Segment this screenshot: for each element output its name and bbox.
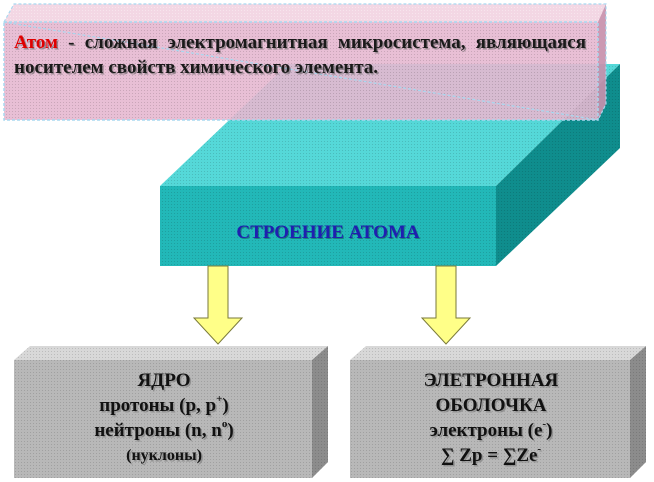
definition-card [3, 3, 607, 121]
nucleus-title: ЯДРО [137, 370, 191, 391]
nucleus-text: ЯДРО протоны (p, p+) нейтроны (n, no) (н… [15, 368, 313, 468]
definition-text: Атом - сложная электромагнитная микросис… [14, 30, 586, 80]
nucleus-block [14, 346, 328, 478]
definition-body: - сложная электромагнитная микросистема,… [14, 32, 586, 78]
nucleus-protons: протоны (p, p+) [99, 392, 229, 416]
structure-title: СТРОЕНИЕ АТОМА [236, 222, 420, 243]
definition-term: Атом [14, 32, 58, 53]
arrow-to-nucleus [192, 265, 244, 345]
arrow-to-shell [420, 265, 472, 345]
nucleus-nucleons: (нуклоны) [126, 447, 202, 464]
nucleus-neutrons: нейтроны (n, no) [94, 417, 234, 441]
shell-title-line2: ОБОЛОЧКА [435, 395, 547, 416]
shell-title-line1: ЭЛЕТРОННАЯ [423, 370, 559, 391]
shell-electrons: электроны (e-) [429, 417, 553, 441]
shell-text: ЭЛЕТРОННАЯ ОБОЛОЧКА электроны (e-) ∑ Zp … [352, 368, 630, 468]
shell-equation: ∑ Zp = ∑Ze- [440, 442, 542, 466]
shell-block [350, 346, 646, 478]
